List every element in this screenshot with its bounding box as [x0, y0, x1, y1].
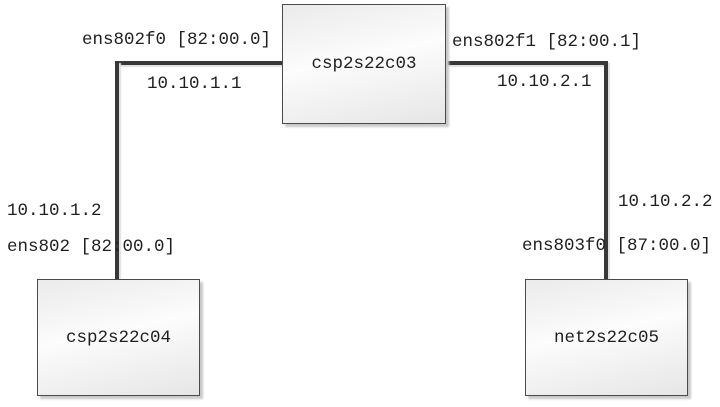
node-csp2s22c03: csp2s22c03: [282, 4, 446, 124]
link2-source-interface-label: ens802f1 [82:00.1]: [452, 32, 642, 52]
link1-target-ip-label: 10.10.1.2: [7, 201, 102, 221]
link2-target-ip-label: 10.10.2.2: [618, 192, 713, 212]
link2-source-ip-label: 10.10.2.1: [497, 72, 592, 92]
link-csp2s22c03-to-net2s22c05-vertical-segment: [604, 61, 608, 279]
link-csp2s22c03-to-net2s22c05-horizontal-segment: [446, 61, 608, 65]
link-csp2s22c03-to-csp2s22c04-horizontal-segment: [115, 61, 282, 65]
node-csp2s22c04-label: csp2s22c04: [65, 327, 172, 348]
node-net2s22c05-label: net2s22c05: [553, 327, 660, 348]
node-csp2s22c03-label: csp2s22c03: [311, 54, 417, 74]
link-csp2s22c03-to-csp2s22c04-vertical-segment: [115, 61, 119, 279]
link1-source-interface-label: ens802f0 [82:00.0]: [82, 30, 272, 50]
node-net2s22c05: net2s22c05: [525, 279, 688, 396]
link1-source-ip-label: 10.10.1.1: [147, 74, 242, 94]
link2-target-interface-label: ens803f0 [87:00.0]: [522, 236, 712, 256]
node-csp2s22c04: csp2s22c04: [37, 279, 200, 396]
link1-target-interface-label: ens802 [82:00.0]: [7, 237, 176, 257]
